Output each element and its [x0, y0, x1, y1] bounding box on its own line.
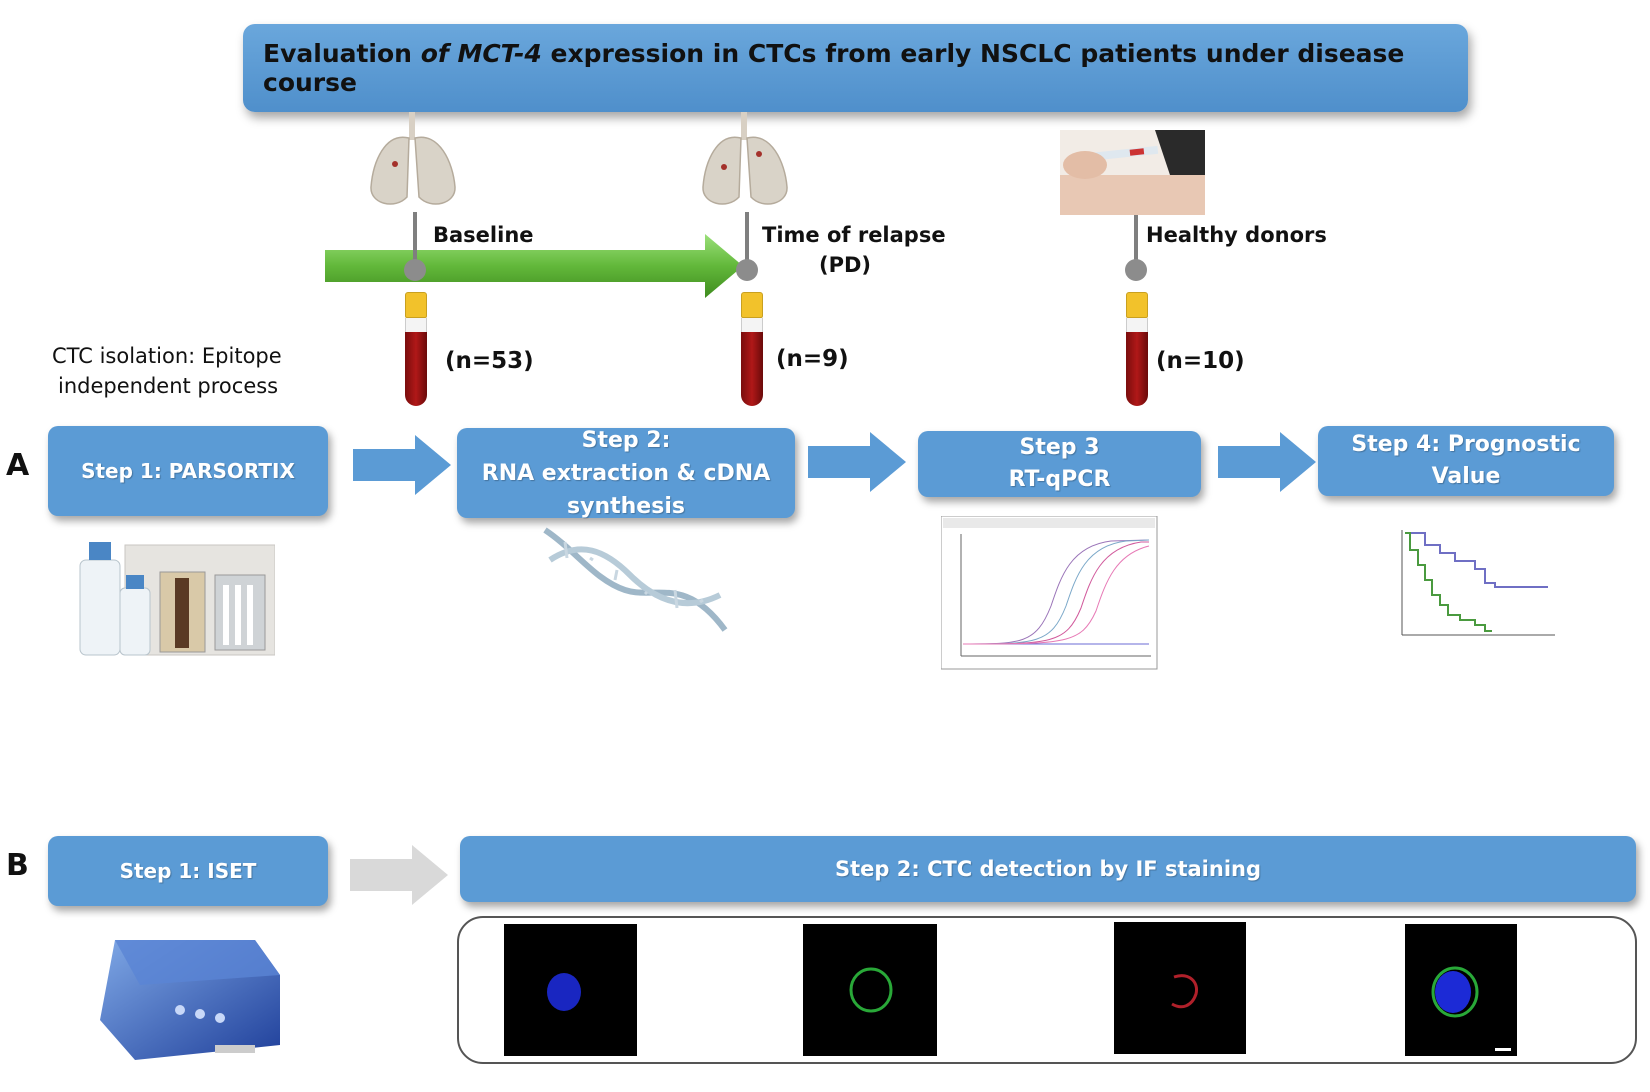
step2-line3: synthesis — [567, 493, 685, 519]
step2-if-label: Step 2: CTC detection by IF staining — [835, 857, 1261, 881]
step2-line1: Step 2: — [581, 427, 671, 453]
step3-line2: RT-qPCR — [1008, 467, 1111, 492]
step1-iset-box: Step 1: ISET — [48, 836, 328, 906]
relapse-label-pd: (PD) — [819, 253, 872, 277]
panel-a-label: A — [6, 448, 30, 483]
step2-line2: RNA extraction & cDNA — [481, 460, 771, 486]
step3-line1: Step 3 — [1019, 435, 1100, 460]
step1-parsortix-box: Step 1: PARSORTIX — [48, 426, 328, 516]
blood-tube-icon — [1126, 292, 1148, 406]
step2-rna-box: Step 2: RNA extraction & cDNA synthesis — [457, 428, 795, 519]
step2-if-staining-box: Step 2: CTC detection by IF staining — [460, 836, 1636, 902]
title-text: Evaluation of MCT-4 expression in CTCs f… — [263, 39, 1405, 97]
baseline-marker — [404, 259, 426, 281]
if-green-image — [803, 924, 937, 1056]
baseline-stem — [413, 212, 417, 268]
step3-rtqpcr-box: Step 3 RT-qPCR — [918, 431, 1201, 497]
dna-helix — [543, 527, 728, 632]
if-staining-image — [457, 916, 1637, 1064]
lungs-icon — [370, 112, 456, 205]
if-red-image — [1114, 922, 1246, 1054]
panel-b-label: B — [6, 848, 29, 883]
blood-tube-icon — [741, 292, 763, 406]
if-merge-image — [1405, 924, 1517, 1056]
baseline-label: Baseline — [433, 223, 534, 247]
step1-iset-label: Step 1: ISET — [119, 859, 257, 883]
blood-tube-icon — [405, 292, 427, 406]
if-dapi-image — [504, 924, 637, 1056]
survival-curve-plot — [1401, 530, 1555, 636]
step-arrow — [808, 432, 906, 492]
title-banner: Evaluation of MCT-4 expression in CTCs f… — [243, 24, 1468, 112]
isolation-note-line1: CTC isolation: Epitope — [52, 344, 282, 368]
relapse-marker — [736, 259, 758, 281]
isolation-note-line2: independent process — [58, 374, 279, 398]
healthy-stem — [1134, 215, 1138, 268]
healthy-label: Healthy donors — [1146, 223, 1327, 247]
n-healthy: (n=10) — [1156, 348, 1245, 374]
step4-line2: Value — [1431, 464, 1501, 489]
step-arrow — [353, 435, 451, 495]
injection-photo — [1060, 130, 1205, 215]
relapse-label: Time of relapse — [762, 223, 946, 247]
n-baseline: (n=53) — [445, 348, 534, 374]
step-arrow — [1218, 432, 1316, 492]
qpcr-curve-plot — [941, 516, 1158, 670]
iset-device — [100, 940, 280, 1060]
step-arrow — [350, 845, 448, 905]
step4-prognostic-box: Step 4: Prognostic Value — [1318, 426, 1614, 496]
relapse-stem — [745, 212, 749, 268]
healthy-marker — [1125, 259, 1147, 281]
step4-line1: Step 4: Prognostic — [1351, 432, 1581, 457]
lungs-icon — [702, 112, 788, 205]
timeline-arrow — [325, 234, 743, 298]
parsortix-device — [79, 542, 275, 656]
step1-label: Step 1: PARSORTIX — [81, 459, 295, 483]
n-relapse: (n=9) — [776, 346, 849, 372]
